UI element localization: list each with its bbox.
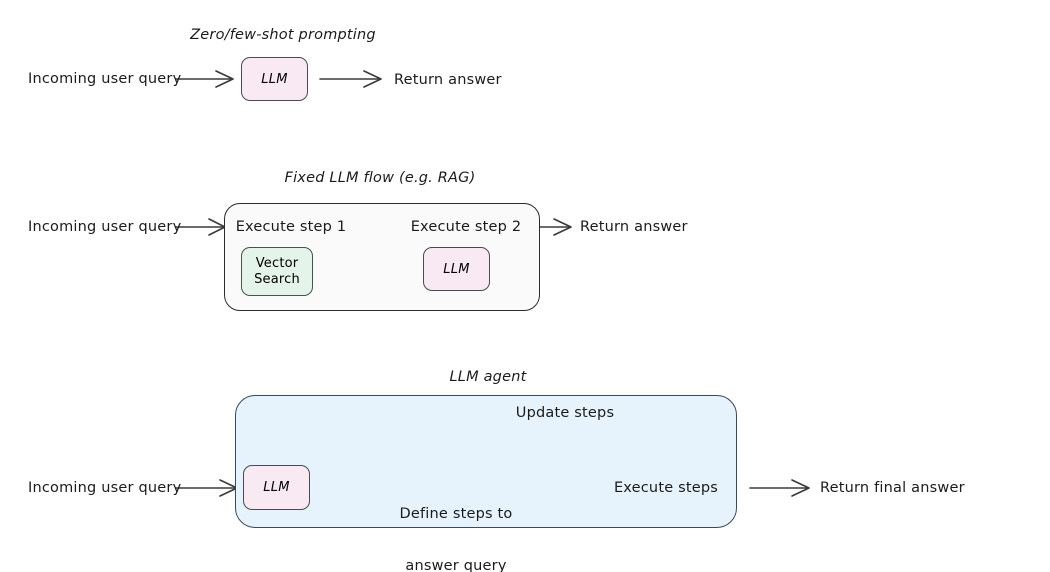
row3-define-steps-label-line2: answer query: [405, 557, 507, 572]
row3-define-steps-label-line1: Define steps to: [399, 506, 513, 523]
row1-input-label: Incoming user query: [28, 71, 182, 87]
row1-llm-box[interactable]: LLM: [241, 57, 308, 101]
arrow-row2-input: [175, 218, 226, 236]
row2-llm-label: LLM: [443, 261, 470, 277]
row1-output-label: Return answer: [394, 72, 502, 88]
row3-define-steps-node[interactable]: Define steps to answer query: [399, 472, 512, 572]
row3-input-label: Incoming user query: [28, 480, 182, 496]
row2-input-label: Incoming user query: [28, 219, 182, 235]
row3-update-steps-label: Update steps: [515, 405, 615, 421]
arrow-row2-output: [539, 218, 572, 236]
row3-agent-container: [235, 395, 737, 528]
row2-vector-search-box[interactable]: Vector Search: [241, 247, 313, 296]
arrow-row3-input: [175, 479, 238, 497]
row2-output-label: Return answer: [580, 219, 688, 235]
row3-execute-steps-label[interactable]: Execute steps: [613, 480, 719, 496]
row3-llm-label: LLM: [263, 480, 290, 495]
arrow-row1-input: [175, 70, 234, 88]
row2-title: Fixed LLM flow (e.g. RAG): [284, 170, 476, 186]
row2-llm-box[interactable]: LLM: [423, 247, 490, 291]
row2-vector-search-label-line1: Vector: [255, 255, 299, 271]
row2-step1-label: Execute step 1: [235, 219, 347, 235]
row3-output-label: Return final answer: [820, 480, 965, 496]
row1-llm-label: LLM: [261, 71, 288, 87]
arrow-row1-output: [319, 70, 382, 88]
row2-step2-label: Execute step 2: [410, 219, 522, 235]
row1-title: Zero/few-shot prompting: [190, 27, 376, 43]
row2-vector-search-label-line2: Search: [254, 271, 300, 287]
arrow-row3-output: [749, 479, 810, 497]
row3-llm-box[interactable]: LLM: [243, 465, 310, 510]
row3-title: LLM agent: [449, 369, 527, 385]
